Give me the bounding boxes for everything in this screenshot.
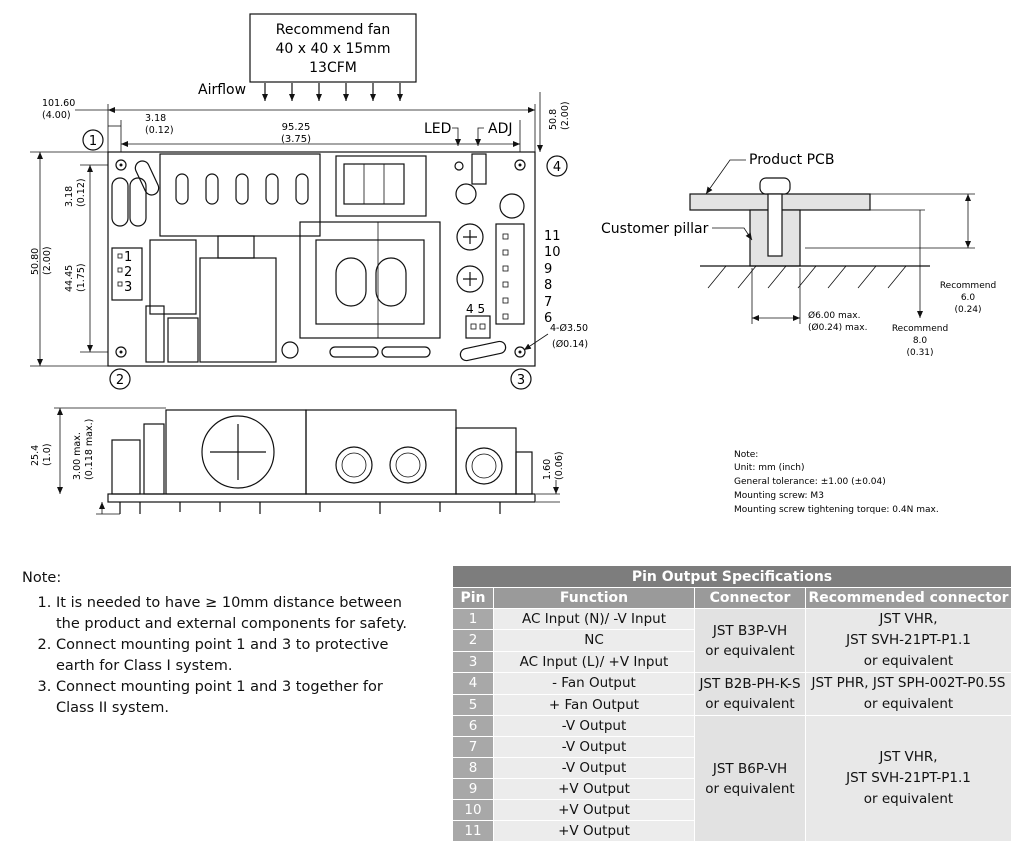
notes-title: Note:	[22, 570, 62, 586]
col-recommended: Recommended connector	[805, 587, 1012, 609]
svg-text:1.60: 1.60	[542, 459, 553, 480]
svg-text:7: 7	[544, 295, 552, 310]
top-dimensions: 101.60 (4.00) 3.18 (0.12) 95.25 (3.75)	[42, 98, 536, 152]
right-dimension: 50.8 (2.00)	[537, 92, 571, 152]
pin-output-table: Pin Output Specifications Pin Function C…	[452, 565, 1012, 842]
svg-text:3.18: 3.18	[64, 186, 75, 207]
svg-text:95.25: 95.25	[282, 122, 311, 133]
pcb-top-view: 1 2 3 4	[107, 151, 536, 367]
pin-label-2: 2	[124, 265, 132, 280]
svg-text:(1.0): (1.0)	[42, 443, 53, 466]
airflow-arrows	[262, 83, 403, 101]
fan-recommendation: Recommend fan 40 x 40 x 15mm 13CFM	[249, 13, 417, 83]
svg-text:(2.00): (2.00)	[42, 246, 53, 275]
drawing-note: Note: Unit: mm (inch) General tolerance:…	[734, 450, 939, 515]
svg-text:Recommend: Recommend	[892, 324, 948, 334]
safety-notes: Note: It is needed to have ≥ 10mm distan…	[22, 568, 422, 719]
svg-text:(0.12): (0.12)	[76, 178, 87, 207]
table-row: 5+ Fan Output	[452, 693, 1012, 716]
side-dimensions: 25.4 (1.0) 3.00 max. (0.118 max.) 1.60 (…	[30, 407, 565, 515]
pcb-side-view	[107, 409, 536, 514]
svg-text:4: 4	[553, 160, 561, 175]
svg-text:25.4: 25.4	[30, 445, 41, 466]
fan-line2: 40 x 40 x 15mm	[275, 41, 390, 57]
svg-text:1: 1	[89, 134, 97, 149]
table-row: 7-V Output	[452, 736, 1012, 758]
hole-dia-inch: (Ø0.14)	[552, 339, 588, 350]
table-row: 9+V Output	[452, 778, 1012, 800]
col-connector: Connector	[694, 587, 806, 609]
mechanical-drawing: Recommend fan 40 x 40 x 15mm 13CFM Airfl…	[30, 13, 996, 515]
svg-text:2: 2	[116, 373, 124, 388]
adj-label: ADJ	[488, 121, 513, 137]
svg-text:Mounting screw: M3: Mounting screw: M3	[734, 491, 824, 501]
svg-text:(2.00): (2.00)	[560, 101, 571, 130]
pin-label-1: 1	[124, 250, 132, 265]
svg-text:6.0: 6.0	[961, 293, 976, 303]
svg-text:11: 11	[544, 229, 561, 244]
svg-text:8: 8	[544, 278, 552, 293]
table-row: 11+V Output	[452, 820, 1012, 842]
svg-text:3.18: 3.18	[145, 113, 166, 124]
svg-text:(0.24): (0.24)	[954, 305, 981, 315]
hole-dia-label: 4-Ø3.50	[550, 323, 588, 334]
svg-text:(1.75): (1.75)	[76, 263, 87, 292]
svg-text:Mounting screw tightening torq: Mounting screw tightening torque: 0.4N m…	[734, 505, 939, 515]
note-item: Connect mounting point 1 and 3 together …	[56, 677, 422, 719]
mounting-detail	[689, 159, 975, 324]
svg-text:50.80: 50.80	[30, 248, 41, 275]
pin-label-fan: 4 5	[466, 302, 485, 316]
recommend-6-label: Recommend 6.0 (0.24)	[940, 281, 996, 315]
svg-text:(4.00): (4.00)	[42, 110, 71, 121]
svg-text:50.8: 50.8	[548, 109, 559, 130]
svg-text:10: 10	[544, 245, 561, 260]
table-title: Pin Output Specifications	[452, 565, 1012, 588]
svg-text:(3.75): (3.75)	[281, 134, 311, 145]
note-item: Connect mounting point 1 and 3 to protec…	[56, 635, 422, 677]
fan-line3: 13CFM	[309, 60, 357, 76]
note-item: It is needed to have ≥ 10mm distance bet…	[56, 593, 422, 635]
svg-text:Note:: Note:	[734, 450, 758, 460]
svg-text:6: 6	[544, 311, 552, 326]
svg-text:(0.118 max.): (0.118 max.)	[84, 419, 95, 480]
svg-text:8.0: 8.0	[913, 336, 928, 346]
col-function: Function	[493, 587, 695, 609]
recommend-8-label: Recommend 8.0 (0.31)	[892, 324, 948, 358]
fan-line1: Recommend fan	[276, 22, 390, 38]
svg-text:General tolerance: ±1.00 (±0.0: General tolerance: ±1.00 (±0.04)	[734, 477, 886, 487]
svg-text:Unit: mm (inch): Unit: mm (inch)	[734, 463, 805, 473]
mount-point-markers: 1 2 3 4	[82, 129, 568, 390]
svg-text:(0.06): (0.06)	[554, 451, 565, 480]
right-pin-labels: 11 10 9 8 7 6	[544, 229, 561, 326]
col-pin: Pin	[452, 587, 494, 609]
pillar-dia-inch: (Ø0.24) max.	[808, 322, 867, 333]
svg-text:44.45: 44.45	[64, 265, 75, 292]
pin-label-3: 3	[124, 280, 132, 295]
left-dimensions: 50.80 (2.00) 44.45 (1.75) 3.18 (0.12)	[30, 151, 108, 367]
product-pcb-label: Product PCB	[749, 152, 834, 168]
airflow-label: Airflow	[198, 82, 246, 98]
svg-text:(0.12): (0.12)	[145, 125, 174, 136]
led-label: LED	[424, 121, 451, 137]
svg-text:Recommend: Recommend	[940, 281, 996, 291]
svg-text:(0.31): (0.31)	[906, 348, 933, 358]
svg-text:3: 3	[517, 373, 525, 388]
pillar-dia-label: Ø6.00 max.	[808, 310, 860, 321]
svg-text:101.60: 101.60	[42, 98, 75, 109]
svg-text:9: 9	[544, 262, 552, 277]
customer-pillar-label: Customer pillar	[601, 221, 709, 237]
svg-text:3.00 max.: 3.00 max.	[72, 432, 83, 480]
